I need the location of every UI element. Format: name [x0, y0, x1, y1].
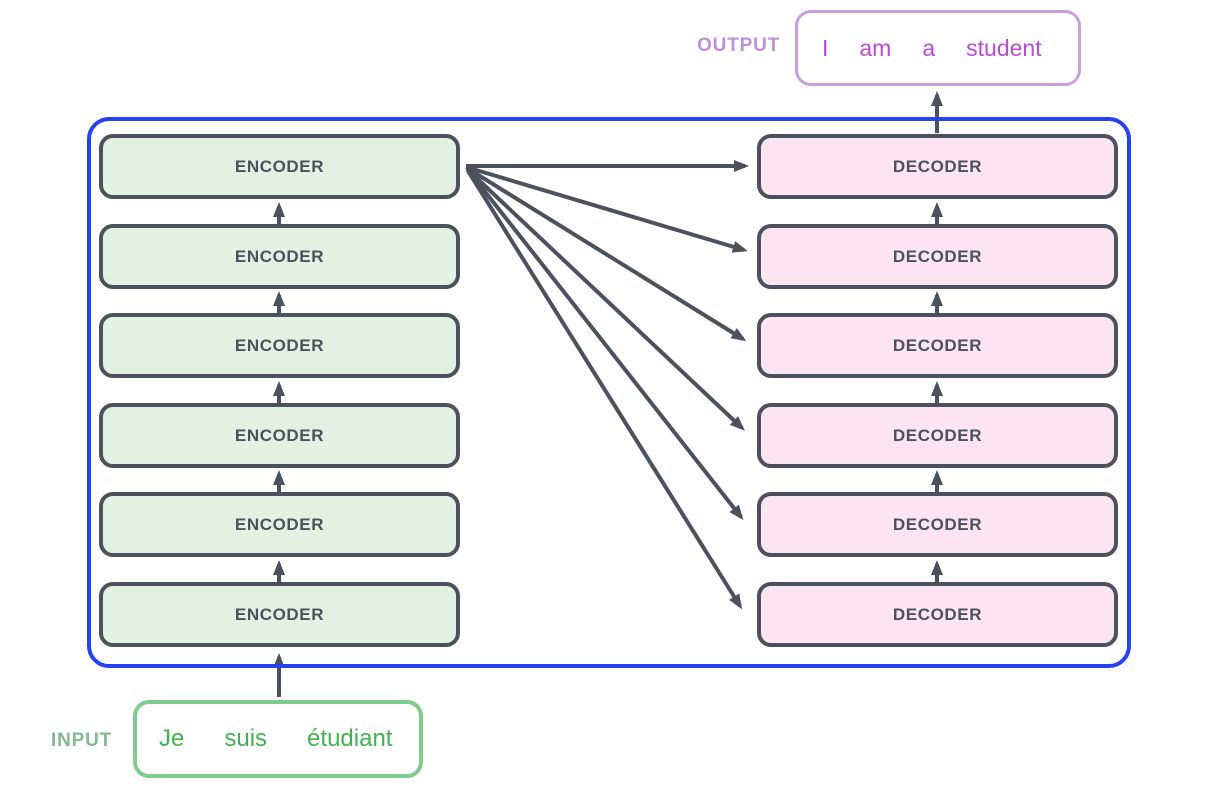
decoder-block-2: DECODER [757, 224, 1118, 289]
encoder-label: ENCODER [234, 246, 325, 266]
output-word: I [822, 34, 829, 61]
decoder-block-6: DECODER [757, 582, 1118, 647]
output-word: student [966, 34, 1042, 61]
decoder-label: DECODER [892, 156, 983, 176]
decoder-block-4: DECODER [757, 403, 1118, 468]
decoder-block-1: DECODER [757, 134, 1118, 199]
input-word: étudiant [307, 725, 393, 752]
encoder-label: ENCODER [234, 425, 325, 445]
encoder-label: ENCODER [234, 335, 325, 355]
encoder-label: ENCODER [234, 156, 325, 176]
output-word: a [922, 34, 936, 61]
output-box: I am a student [795, 10, 1081, 86]
encoder-block-1: ENCODER [99, 134, 460, 199]
encoder-block-6: ENCODER [99, 582, 460, 647]
decoder-label: DECODER [892, 335, 983, 355]
decoder-label: DECODER [892, 246, 983, 266]
encoder-block-5: ENCODER [99, 492, 460, 557]
encoder-label: ENCODER [234, 514, 325, 534]
encoder-block-3: ENCODER [99, 313, 460, 378]
output-label: OUTPUT [697, 35, 780, 56]
input-word: suis [224, 725, 268, 752]
encoder-block-4: ENCODER [99, 403, 460, 468]
input-label: INPUT [51, 730, 112, 751]
decoder-label: DECODER [892, 425, 983, 445]
model-container-box [87, 117, 1131, 668]
decoder-label: DECODER [892, 514, 983, 534]
encoder-block-2: ENCODER [99, 224, 460, 289]
encoder-label: ENCODER [234, 604, 325, 624]
decoder-block-5: DECODER [757, 492, 1118, 557]
input-word: Je [159, 725, 185, 752]
decoder-block-3: DECODER [757, 313, 1118, 378]
decoder-label: DECODER [892, 604, 983, 624]
output-word: am [859, 34, 892, 61]
input-box: Je suis étudiant [133, 700, 423, 778]
